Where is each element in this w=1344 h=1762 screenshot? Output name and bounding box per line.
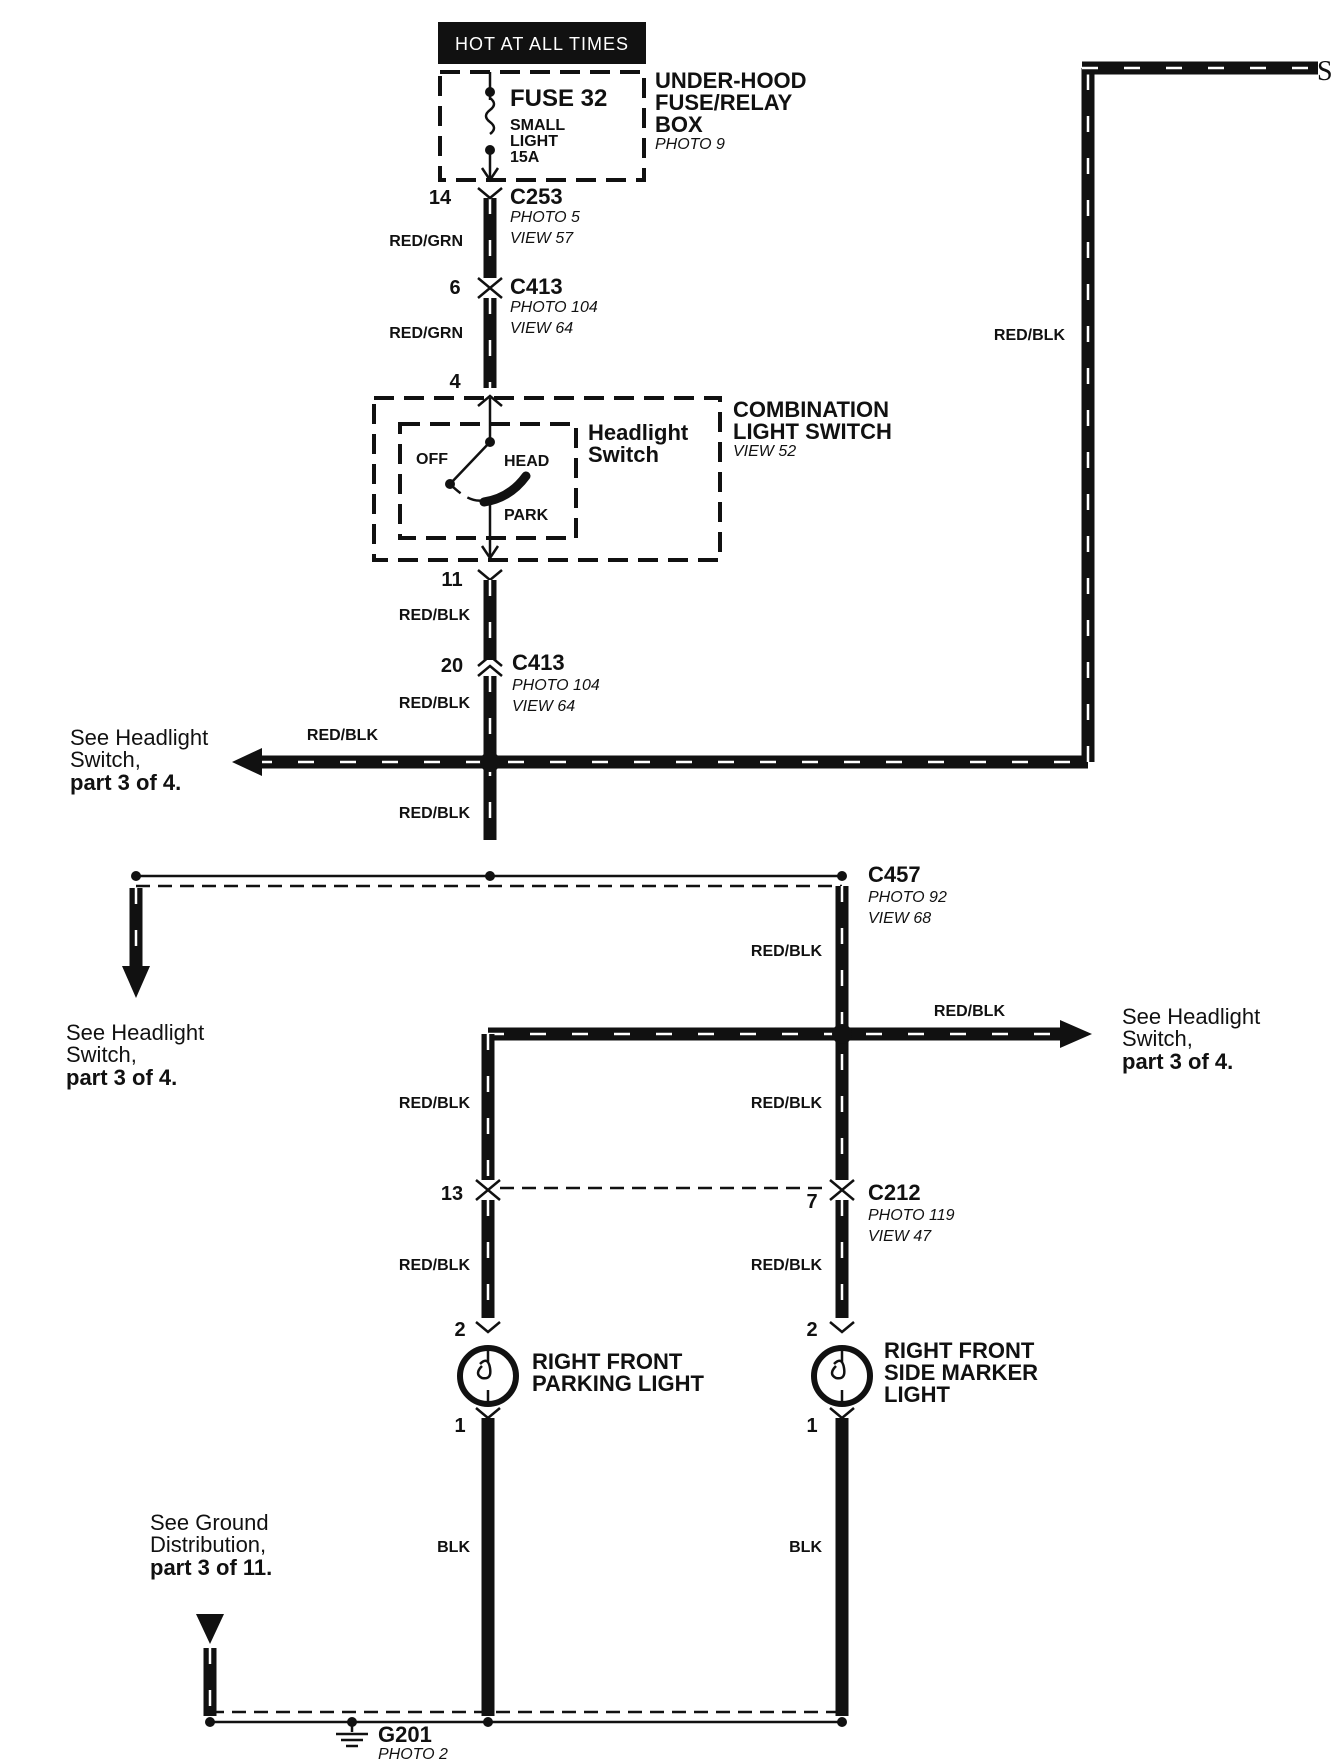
wire-label-blk-right: BLK xyxy=(789,1539,822,1556)
ref-headlight-2-line2: Switch, xyxy=(66,1042,137,1067)
ref-headlight-3-line3: part 3 of 4. xyxy=(1122,1049,1233,1074)
wire-label-red-blk-3: RED/BLK xyxy=(307,727,379,744)
fuse-box-name-line2: FUSE/RELAY xyxy=(655,90,793,115)
c413-top-pin: 6 xyxy=(449,277,460,299)
ref-headlight-1-line2: Switch, xyxy=(70,747,141,772)
c413-top-photo: PHOTO 104 xyxy=(510,299,598,316)
fuse-label: FUSE 32 xyxy=(510,85,607,112)
c212-view: VIEW 47 xyxy=(868,1228,932,1245)
switch-pos-off: OFF xyxy=(416,451,448,468)
c253-photo: PHOTO 5 xyxy=(510,209,580,226)
switch-pin-out: 11 xyxy=(441,569,462,591)
ref-headlight-1-line1: See Headlight xyxy=(70,725,208,750)
fuse-relay-box: FUSE 32 SMALL LIGHT 15A UNDER-HOOD FUSE/… xyxy=(438,68,807,183)
switch-name-line2: LIGHT SWITCH xyxy=(733,419,892,444)
wire-label-red-blk-10: RED/BLK xyxy=(751,1257,823,1274)
edge-mark: S xyxy=(1317,56,1333,87)
c457-view: VIEW 68 xyxy=(868,910,931,927)
wire-label-red-grn-1: RED/GRN xyxy=(389,233,463,250)
ref-headlight-3-line1: See Headlight xyxy=(1122,1004,1260,1029)
fuse-rating-line3: 15A xyxy=(510,149,540,166)
connector-c413-top: 6 C413 PHOTO 104 VIEW 64 xyxy=(449,274,597,337)
wire-label-red-blk-8: RED/BLK xyxy=(399,1095,471,1112)
connector-c253: 14 C253 PHOTO 5 VIEW 57 xyxy=(429,184,580,247)
ref-headlight-2-line3: part 3 of 4. xyxy=(66,1065,177,1090)
wire-label-red-blk-9: RED/BLK xyxy=(399,1257,471,1274)
c413-bottom-pin: 20 xyxy=(441,655,463,677)
ref-headlight-right: See Headlight Switch, part 3 of 4. xyxy=(1122,1004,1260,1074)
switch-pin-in: 4 xyxy=(449,371,461,393)
wire-label-red-blk-1: RED/BLK xyxy=(399,607,471,624)
switch-pos-head: HEAD xyxy=(504,453,549,470)
wire-label-red-blk-7: RED/BLK xyxy=(751,1095,823,1112)
ref-headlight-left-top: See Headlight Switch, part 3 of 4. xyxy=(70,725,208,795)
connector-c212: 13 7 C212 PHOTO 119 VIEW 47 xyxy=(441,1179,955,1245)
g201-photo: PHOTO 2 xyxy=(378,1746,448,1762)
headlight-switch-label-line1: Headlight xyxy=(588,420,689,445)
g201-name: G201 xyxy=(378,1722,432,1747)
hot-at-all-times-header: HOT AT ALL TIMES xyxy=(438,22,646,64)
parking-light-label-line1: RIGHT FRONT xyxy=(532,1349,683,1374)
connector-c413-bottom: 20 C413 PHOTO 104 VIEW 64 xyxy=(441,650,600,715)
parking-light-bulb: 2 1 RIGHT FRONT PARKING LIGHT xyxy=(454,1319,704,1437)
c413-bottom-photo: PHOTO 104 xyxy=(512,677,600,694)
fuse-box-name-line3: BOX xyxy=(655,112,703,137)
parking-light-pin-bottom: 1 xyxy=(454,1415,465,1437)
c212-photo: PHOTO 119 xyxy=(868,1207,955,1224)
header-label: HOT AT ALL TIMES xyxy=(455,34,629,54)
parking-light-pin-top: 2 xyxy=(454,1319,465,1341)
c253-view: VIEW 57 xyxy=(510,230,574,247)
c212-name: C212 xyxy=(868,1180,921,1205)
wire-label-blk-left: BLK xyxy=(437,1539,470,1556)
c413-bottom-name: C413 xyxy=(512,650,565,675)
ref-ground-distribution: See Ground Distribution, part 3 of 11. xyxy=(150,1510,272,1580)
ref-ground-line1: See Ground xyxy=(150,1510,269,1535)
c457-name: C457 xyxy=(868,862,921,887)
ref-ground-line3: part 3 of 11. xyxy=(150,1555,272,1580)
ref-ground-line2: Distribution, xyxy=(150,1532,266,1557)
fuse-box-name-line1: UNDER-HOOD xyxy=(655,68,807,93)
ref-headlight-3-line2: Switch, xyxy=(1122,1026,1193,1051)
switch-view: VIEW 52 xyxy=(733,443,796,460)
left-down-branch xyxy=(122,888,150,998)
headlight-switch-label-line2: Switch xyxy=(588,442,659,467)
side-marker-pin-top: 2 xyxy=(806,1319,817,1341)
c413-top-name: C413 xyxy=(510,274,563,299)
ground-wires xyxy=(196,1418,849,1727)
c212-pin-left: 13 xyxy=(441,1183,463,1205)
fuse-box-photo: PHOTO 9 xyxy=(655,136,725,153)
ref-headlight-left-bottom: See Headlight Switch, part 3 of 4. xyxy=(66,1020,204,1090)
main-wire-middle xyxy=(477,569,503,840)
wire-label-red-blk-4: RED/BLK xyxy=(399,805,471,822)
side-marker-label-line1: RIGHT FRONT xyxy=(884,1338,1035,1363)
c413-bottom-view: VIEW 64 xyxy=(512,698,575,715)
fuse-rating-line1: SMALL xyxy=(510,117,565,134)
side-marker-label-line3: LIGHT xyxy=(884,1382,951,1407)
parking-light-label-line2: PARKING LIGHT xyxy=(532,1371,704,1396)
wire-label-red-blk-riser: RED/BLK xyxy=(994,327,1066,344)
switch-pos-park: PARK xyxy=(504,507,549,524)
side-marker-pin-bottom: 1 xyxy=(806,1415,817,1437)
c212-pin-right: 7 xyxy=(806,1191,817,1213)
combination-light-switch: 4 OFF HEAD PARK Headlight Switch COMBINA… xyxy=(372,371,892,591)
c457-photo: PHOTO 92 xyxy=(868,889,947,906)
side-marker-label-line2: SIDE MARKER xyxy=(884,1360,1038,1385)
connector-c457: C457 PHOTO 92 VIEW 68 xyxy=(131,862,947,927)
c253-pin: 14 xyxy=(429,187,452,209)
right-column-wire xyxy=(488,886,1092,1318)
wire-label-red-blk-6: RED/BLK xyxy=(934,1003,1006,1020)
ref-headlight-2-line1: See Headlight xyxy=(66,1020,204,1045)
side-marker-light-bulb: 2 1 RIGHT FRONT SIDE MARKER LIGHT xyxy=(806,1319,1038,1437)
junction-branch xyxy=(232,61,1318,776)
c253-name: C253 xyxy=(510,184,563,209)
ground-g201: G201 PHOTO 2 xyxy=(336,1717,448,1762)
switch-name-line1: COMBINATION xyxy=(733,397,889,422)
fuse-rating-line2: LIGHT xyxy=(510,133,558,150)
wire-label-red-blk-5: RED/BLK xyxy=(751,943,823,960)
wire-label-red-grn-2: RED/GRN xyxy=(389,325,463,342)
wire-label-red-blk-2: RED/BLK xyxy=(399,695,471,712)
c413-top-view: VIEW 64 xyxy=(510,320,573,337)
ref-headlight-1-line3: part 3 of 4. xyxy=(70,770,181,795)
